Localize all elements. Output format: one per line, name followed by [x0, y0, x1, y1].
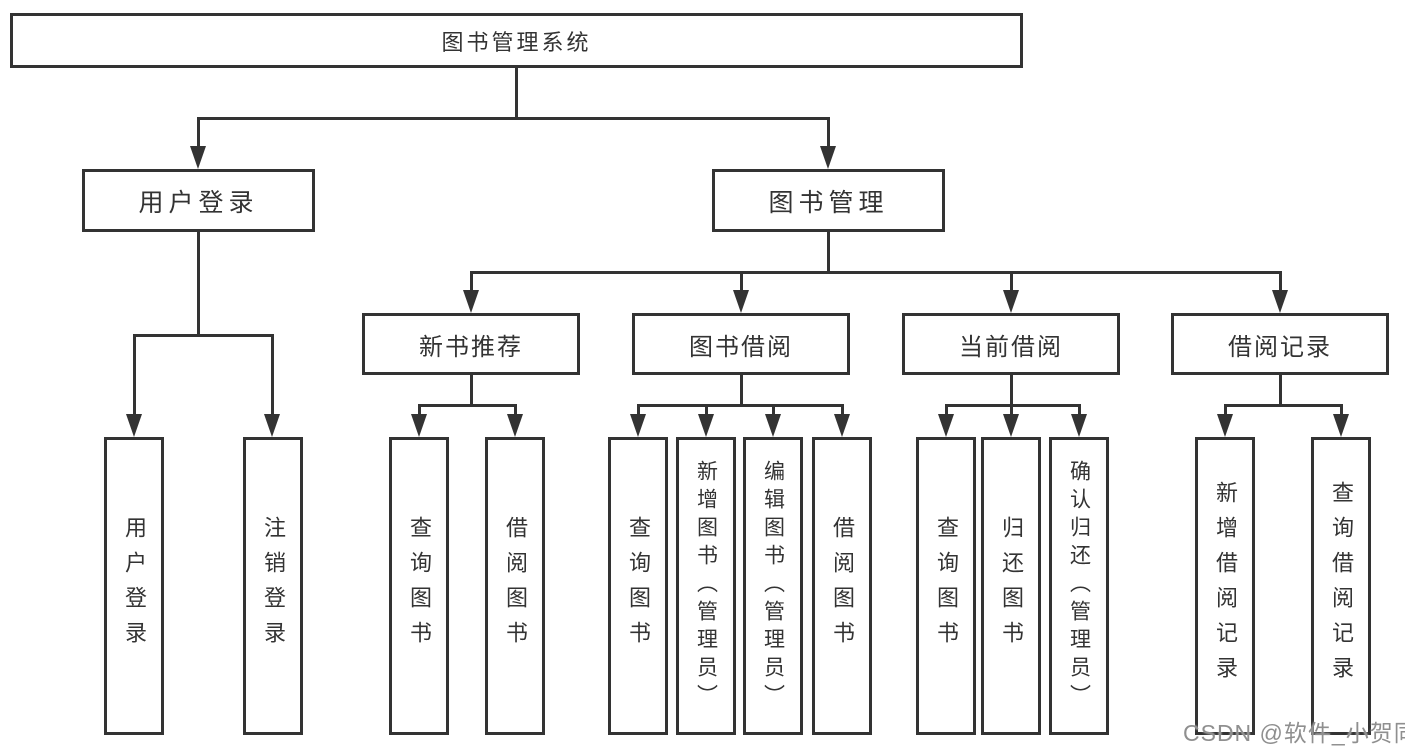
group-label: 当前借阅	[959, 333, 1063, 361]
branch-user-login: 用户登录	[82, 169, 315, 232]
leaf-confirm-return-admin: 确认归还（管理员）	[1049, 437, 1109, 735]
connector-line	[418, 404, 517, 407]
branch-book-management: 图书管理	[712, 169, 945, 232]
arrowhead-icon	[1272, 290, 1288, 313]
leaf-label: 查询图书	[934, 516, 959, 656]
arrowhead-icon	[411, 414, 427, 437]
leaf-label: 确认归还（管理员）	[1067, 460, 1091, 712]
leaf-return-book: 归还图书	[981, 437, 1041, 735]
connector-line	[1279, 271, 1282, 293]
connector-line	[1279, 373, 1282, 407]
group-new-book-recommend: 新书推荐	[362, 313, 580, 375]
connector-line	[470, 271, 473, 293]
arrowhead-icon	[1003, 414, 1019, 437]
arrowhead-icon	[630, 414, 646, 437]
leaf-label: 查询借阅记录	[1329, 481, 1354, 691]
connector-line	[470, 373, 473, 407]
leaf-query-books-recommend: 查询图书	[389, 437, 449, 735]
leaf-user-login: 用户登录	[104, 437, 164, 735]
leaf-borrow-books-recommend: 借阅图书	[485, 437, 545, 735]
connector-line	[1340, 404, 1343, 418]
leaf-label: 查询图书	[626, 516, 651, 656]
watermark: CSDN @软件_小贺同学	[1183, 720, 1405, 746]
leaf-label: 新增借阅记录	[1213, 481, 1238, 691]
branch-label: 图书管理	[768, 188, 889, 217]
arrowhead-icon	[1003, 290, 1019, 313]
connector-line	[841, 404, 844, 418]
arrowhead-icon	[765, 414, 781, 437]
arrowhead-icon	[938, 414, 954, 437]
connector-line	[197, 230, 200, 337]
leaf-label: 查询图书	[407, 516, 432, 656]
connector-line	[515, 66, 518, 120]
connector-line	[740, 271, 743, 293]
arrowhead-icon	[190, 146, 206, 169]
leaf-edit-book-admin: 编辑图书（管理员）	[743, 437, 803, 735]
connector-line	[1224, 404, 1227, 418]
connector-line	[1078, 404, 1081, 418]
root-node-label: 图书管理系统	[441, 29, 592, 55]
leaf-query-books-current: 查询图书	[916, 437, 976, 735]
connector-line	[197, 117, 830, 120]
connector-line	[1224, 404, 1341, 407]
connector-line	[271, 334, 274, 416]
arrowhead-icon	[264, 414, 280, 437]
connector-line	[637, 404, 640, 418]
connector-line	[197, 117, 200, 149]
leaf-label: 用户登录	[122, 516, 147, 656]
connector-line	[133, 334, 136, 416]
arrowhead-icon	[1071, 414, 1087, 437]
leaf-add-book-admin: 新增图书（管理员）	[676, 437, 736, 735]
arrowhead-icon	[1217, 414, 1233, 437]
arrowhead-icon	[507, 414, 523, 437]
connector-line	[705, 404, 708, 418]
leaf-label: 归还图书	[999, 516, 1024, 656]
root-node: 图书管理系统	[10, 13, 1023, 68]
leaf-label: 新增图书（管理员）	[694, 460, 718, 712]
leaf-add-borrow-record: 新增借阅记录	[1195, 437, 1255, 735]
group-label: 图书借阅	[689, 333, 793, 361]
connector-line	[827, 230, 830, 274]
connector-line	[637, 404, 843, 407]
leaf-query-books-borrow: 查询图书	[608, 437, 668, 735]
group-current-borrow: 当前借阅	[902, 313, 1120, 375]
arrowhead-icon	[698, 414, 714, 437]
connector-line	[772, 404, 775, 418]
arrowhead-icon	[820, 146, 836, 169]
connector-line	[1010, 404, 1013, 418]
connector-line	[470, 271, 1281, 274]
arrowhead-icon	[733, 290, 749, 313]
leaf-label: 注销登录	[261, 516, 286, 656]
connector-line	[945, 404, 948, 418]
arrowhead-icon	[1333, 414, 1349, 437]
arrowhead-icon	[126, 414, 142, 437]
leaf-logout: 注销登录	[243, 437, 303, 735]
group-borrow-records: 借阅记录	[1171, 313, 1389, 375]
group-label: 新书推荐	[419, 333, 523, 361]
connector-line	[418, 404, 421, 418]
leaf-label: 借阅图书	[503, 516, 528, 656]
leaf-label: 编辑图书（管理员）	[761, 460, 785, 712]
leaf-label: 借阅图书	[830, 516, 855, 656]
group-label: 借阅记录	[1228, 333, 1332, 361]
connector-line	[740, 373, 743, 407]
connector-line	[1010, 373, 1013, 407]
connector-line	[827, 117, 830, 149]
group-book-borrow: 图书借阅	[632, 313, 850, 375]
arrowhead-icon	[834, 414, 850, 437]
arrowhead-icon	[463, 290, 479, 313]
connector-line	[133, 334, 274, 337]
leaf-query-borrow-record: 查询借阅记录	[1311, 437, 1371, 735]
connector-line	[1010, 271, 1013, 293]
leaf-borrow-books: 借阅图书	[812, 437, 872, 735]
branch-label: 用户登录	[138, 188, 259, 217]
connector-line	[514, 404, 517, 418]
